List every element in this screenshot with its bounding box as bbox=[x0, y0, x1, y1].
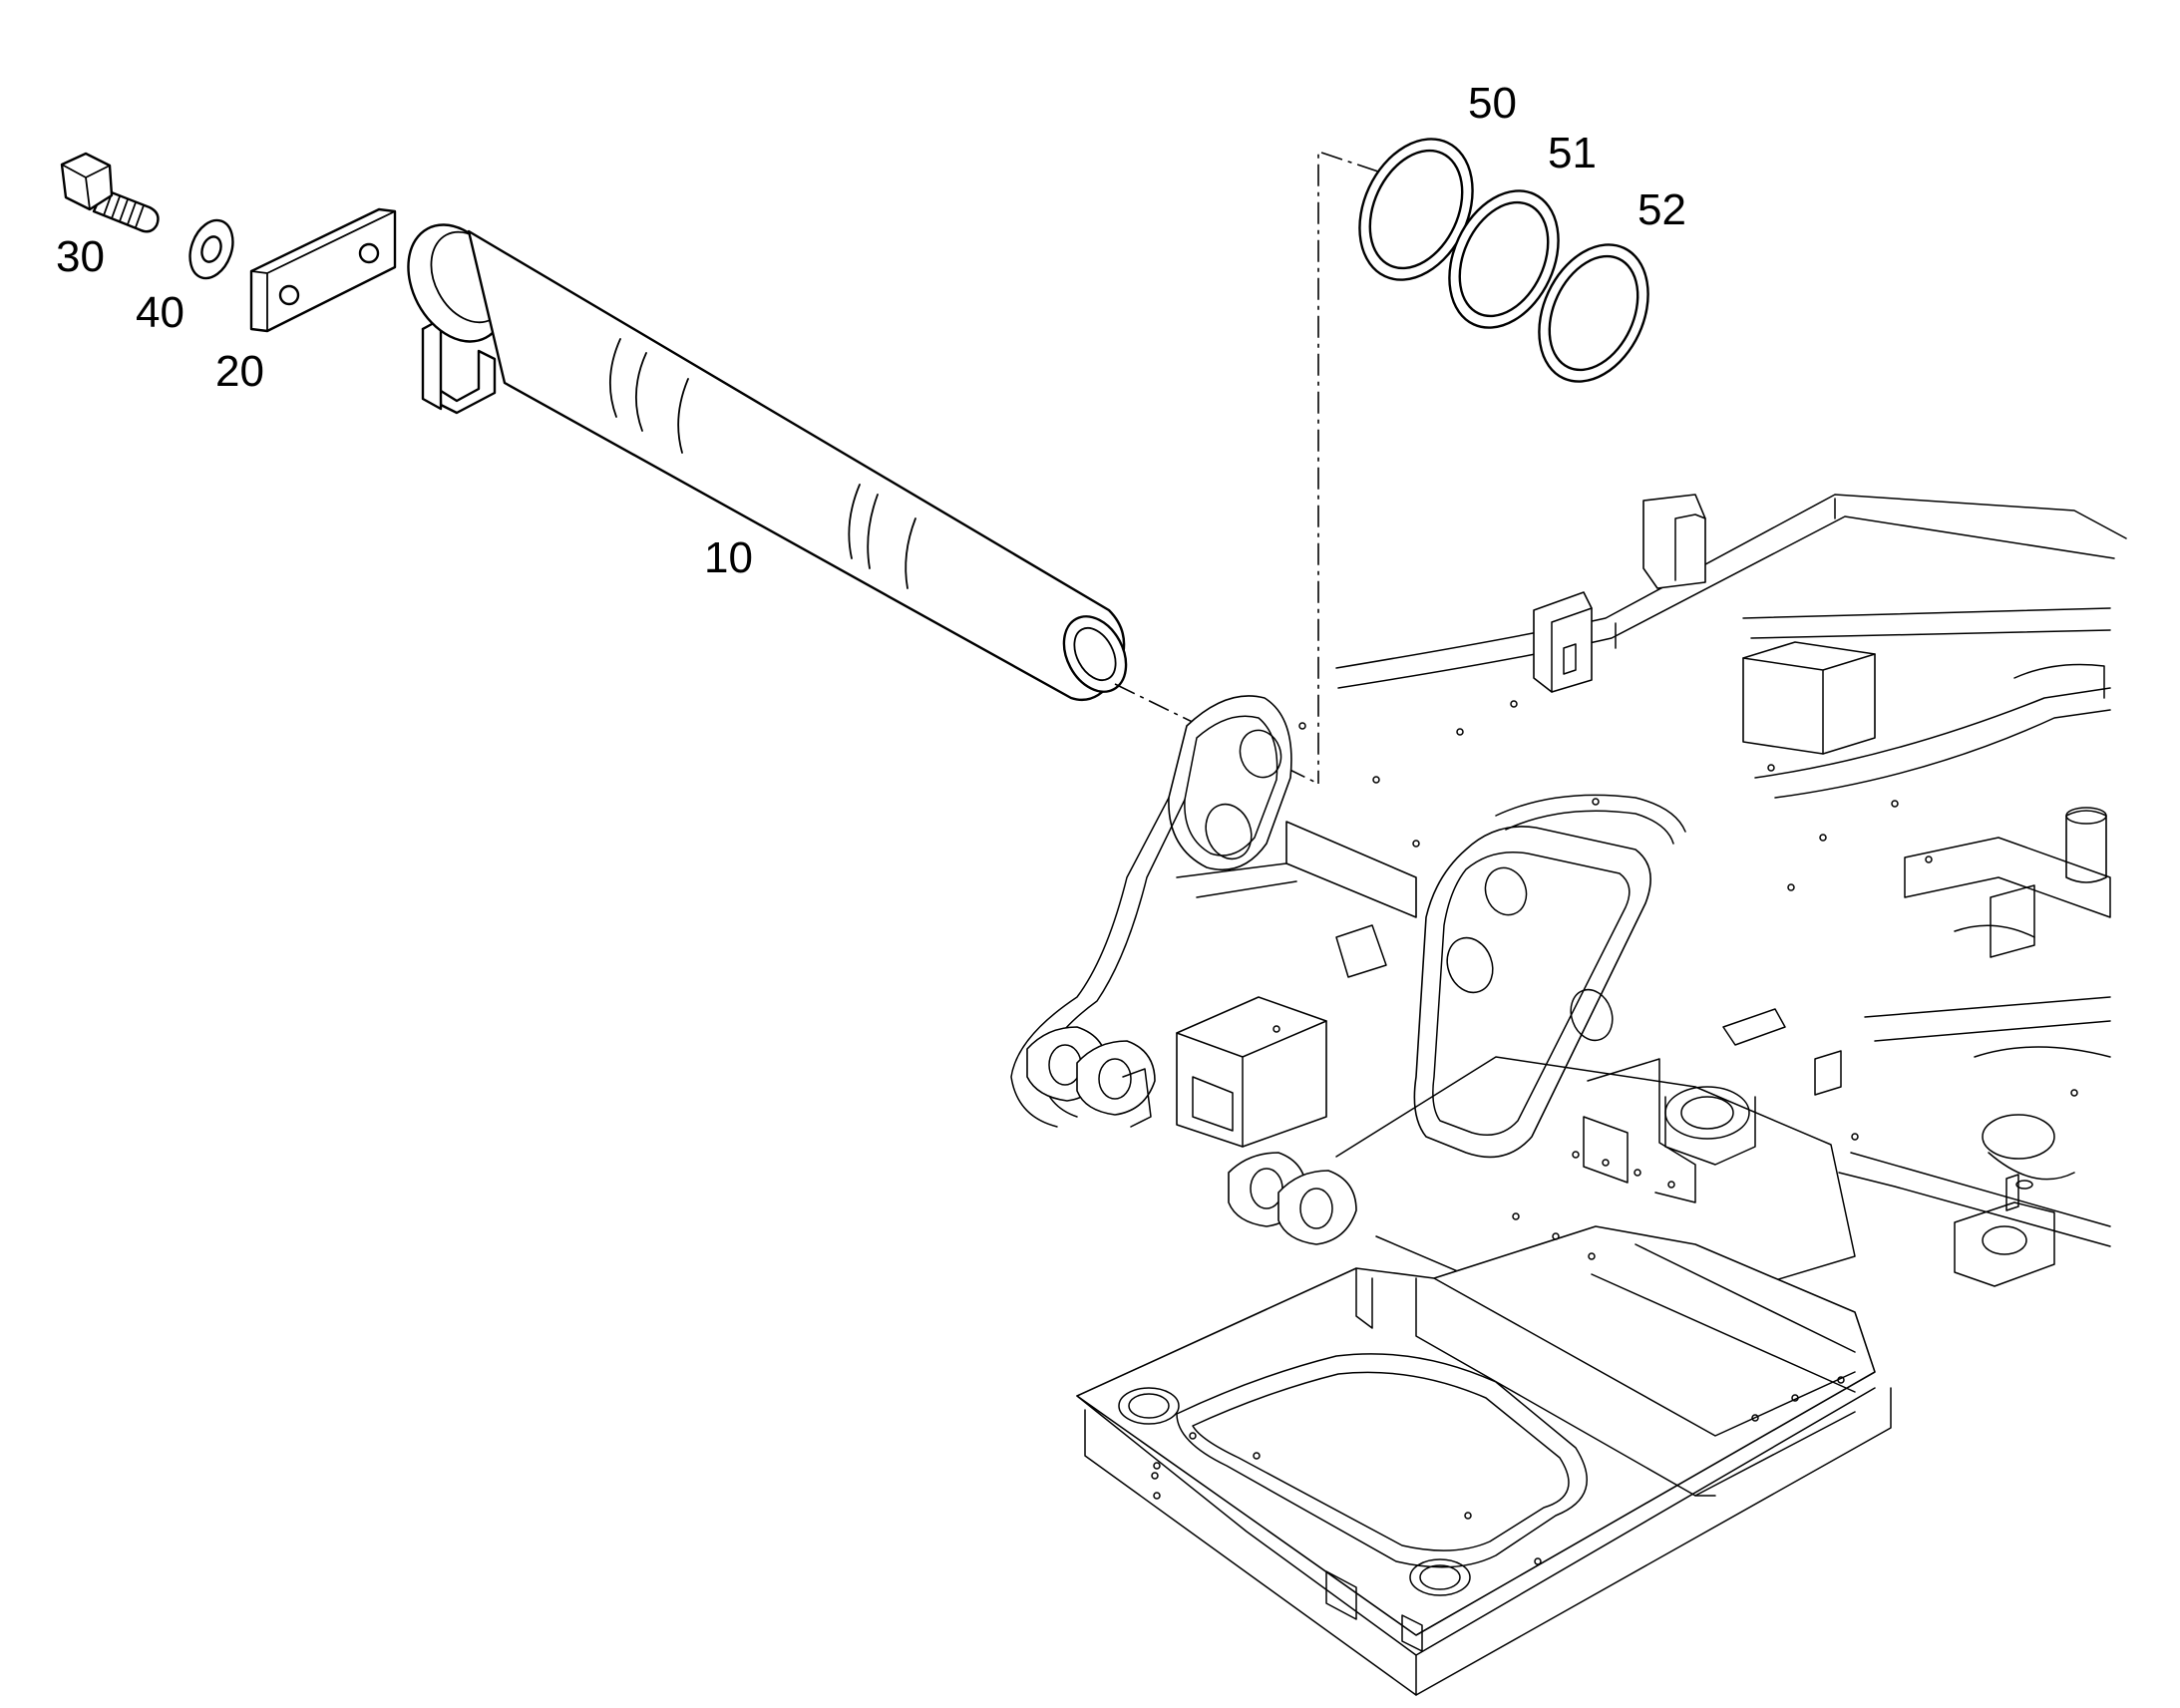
lock-plate-part bbox=[249, 207, 397, 333]
fastener-marks bbox=[1151, 700, 2078, 1565]
pin-part bbox=[407, 223, 1128, 702]
callout-10: 10 bbox=[704, 533, 753, 582]
shim-assembly-centerline bbox=[1317, 150, 1379, 784]
shim-50-part bbox=[1358, 138, 1474, 281]
bolt-part bbox=[60, 152, 160, 233]
callout-40: 40 bbox=[136, 288, 184, 337]
shim-51-part bbox=[1448, 189, 1560, 329]
callout-50: 50 bbox=[1468, 79, 1517, 128]
callout-51: 51 bbox=[1548, 129, 1597, 177]
callout-30: 30 bbox=[56, 232, 105, 281]
washer-part bbox=[188, 218, 234, 280]
machine-frame bbox=[1010, 494, 2127, 1696]
callout-20: 20 bbox=[215, 347, 264, 396]
callout-52: 52 bbox=[1637, 185, 1686, 234]
shim-52-part bbox=[1538, 243, 1649, 383]
